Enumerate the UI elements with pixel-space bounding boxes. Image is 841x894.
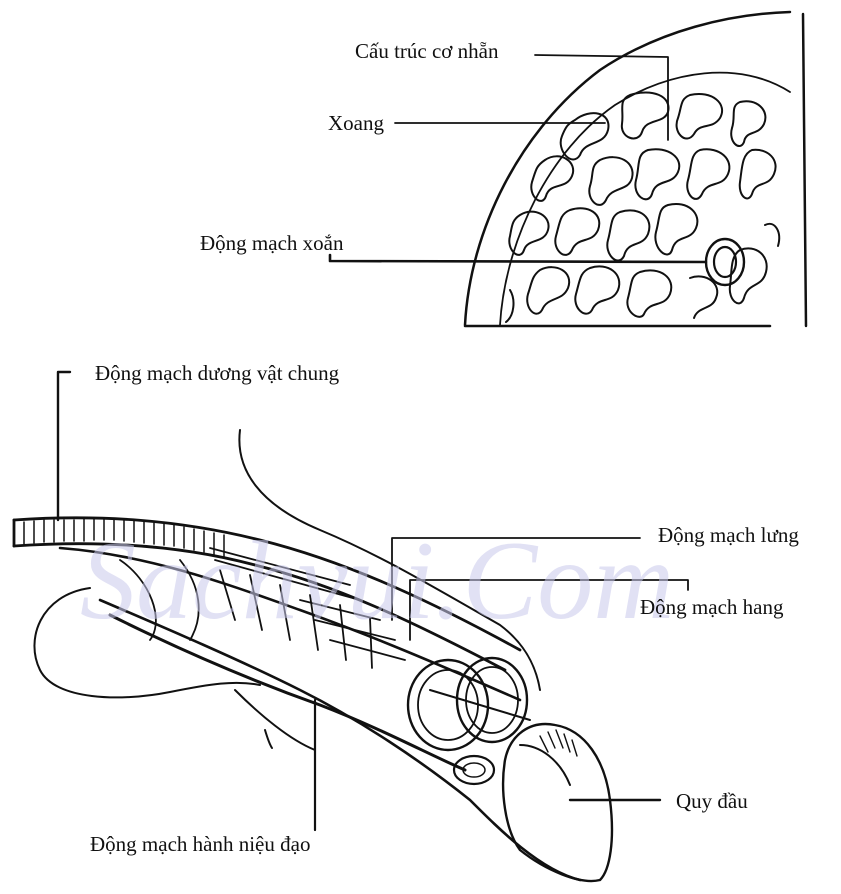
label-smooth-muscle: Cấu trúc cơ nhẵn bbox=[355, 39, 499, 63]
corpora-cavernosa-cross-section bbox=[408, 658, 530, 750]
urethra-section-icon bbox=[454, 756, 494, 784]
label-dorsal-artery: Động mạch lưng bbox=[658, 523, 799, 547]
label-sinus: Xoang bbox=[328, 111, 384, 135]
label-bulbourethral-artery: Động mạch hành niệu đạo bbox=[90, 832, 310, 856]
penis-outline bbox=[34, 430, 612, 881]
label-helicine-artery: Động mạch xoắn bbox=[200, 231, 344, 255]
label-common-penile-artery: Động mạch dương vật chung bbox=[95, 361, 340, 385]
sinusoidal-spaces bbox=[506, 92, 779, 322]
helicine-artery-icon bbox=[706, 239, 744, 285]
helicine-artery-leader bbox=[330, 255, 706, 262]
erectile-tissue-section bbox=[465, 12, 806, 326]
section-right-edge bbox=[803, 14, 806, 326]
glans-icon bbox=[503, 724, 612, 881]
common-penile-artery-leader bbox=[58, 372, 70, 520]
label-glans: Quy đầu bbox=[676, 789, 748, 813]
fold-line bbox=[265, 730, 272, 748]
watermark-text: Sachvui.Com bbox=[80, 519, 674, 643]
label-cavernous-artery: Động mạch hang bbox=[640, 595, 784, 619]
